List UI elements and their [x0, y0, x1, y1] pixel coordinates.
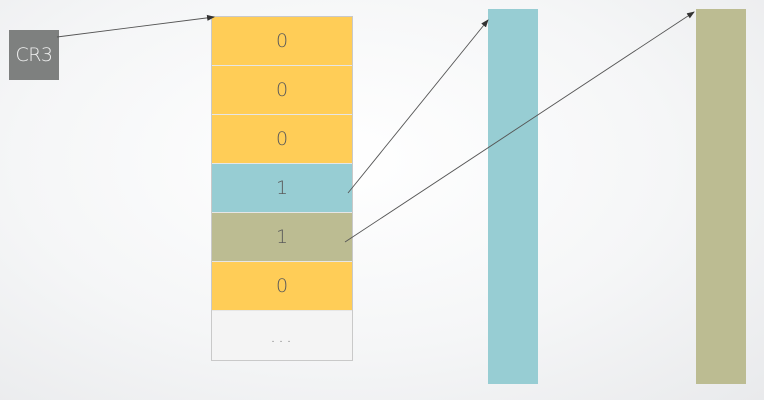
arrow-entry-to-teal-page [347, 19, 489, 194]
table-entry-5: 0 [212, 262, 352, 311]
table-entry-ellipsis: ... [212, 311, 352, 360]
cr3-register-box: CR3 [9, 30, 59, 80]
page-table: 0 0 0 1 1 0 ... [211, 16, 353, 361]
cr3-label: CR3 [15, 44, 53, 66]
table-entry-4: 1 [212, 213, 352, 262]
table-entry-1: 0 [212, 66, 352, 115]
table-entry-2: 0 [212, 115, 352, 164]
arrow-cr3-to-table [56, 14, 215, 38]
page-block-teal [488, 9, 538, 384]
table-entry-3: 1 [212, 164, 352, 213]
table-entry-0: 0 [212, 17, 352, 66]
page-block-olive [696, 9, 746, 384]
arrow-entry-to-olive-page [344, 11, 695, 243]
